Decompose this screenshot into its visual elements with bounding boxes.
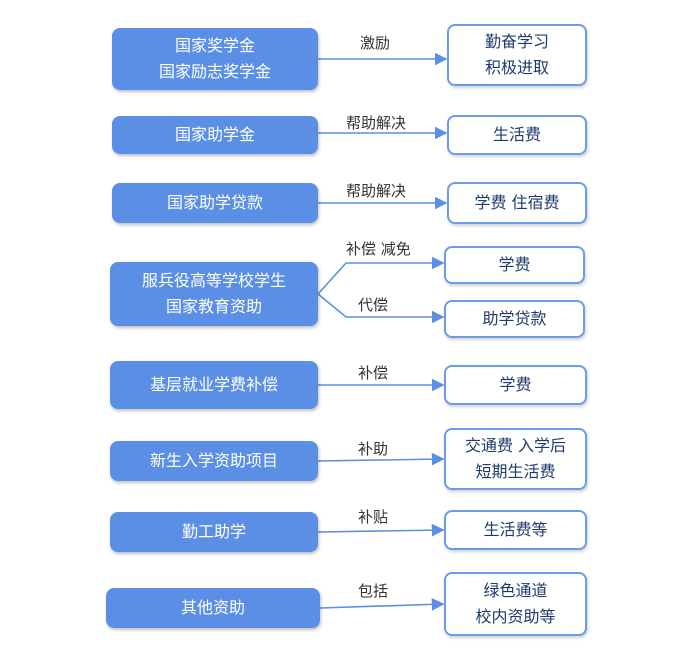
node-line: 生活费: [492, 125, 541, 144]
target-node-living-cost: 生活费: [447, 115, 587, 155]
target-node-living-cost-etc: 生活费等: [444, 510, 587, 550]
node-line: 积极进取: [484, 58, 549, 77]
connector-arrow: [317, 452, 445, 466]
source-node-grassroots-employment: 基层就业学费补偿: [110, 361, 318, 409]
node-line: 国家教育资助: [165, 297, 262, 316]
node-line: 勤工助学: [181, 522, 246, 541]
node-line: 服兵役高等学校学生: [141, 271, 286, 290]
node-line: 国家奖学金: [174, 36, 255, 55]
source-node-freshman-aid: 新生入学资助项目: [110, 441, 318, 481]
target-node-transport-living: 交通费 入学后 短期生活费: [444, 428, 587, 490]
edge-label-repay: 代偿: [358, 296, 389, 314]
edge-label-subsidy: 补助: [358, 440, 389, 458]
target-node-tuition-housing: 学费 住宿费: [447, 182, 587, 224]
connector-arrow: [319, 597, 445, 611]
connector-arrow: [317, 256, 445, 295]
node-line: 学费: [499, 375, 532, 394]
node-line: 国家助学贷款: [166, 193, 263, 212]
edge-label-help-solve: 帮助解决: [346, 182, 407, 200]
source-node-student-loan: 国家助学贷款: [112, 183, 318, 223]
target-node-tuition: 学费: [444, 365, 587, 405]
node-line: 新生入学资助项目: [149, 451, 278, 470]
edge-label-compensate-reduce: 补偿 减免: [346, 240, 411, 258]
target-node-diligence: 勤奋学习 积极进取: [447, 24, 587, 86]
node-line: 勤奋学习: [484, 32, 549, 51]
edge-label-allowance: 补贴: [358, 508, 389, 526]
target-node-green-channel: 绿色通道 校内资助等: [444, 572, 587, 636]
connector-arrow: [317, 523, 445, 537]
target-node-tuition: 学费: [444, 246, 585, 284]
source-node-grant: 国家助学金: [112, 116, 318, 154]
node-line: 助学贷款: [482, 309, 547, 328]
node-line: 校内资助等: [475, 607, 556, 626]
node-line: 国家助学金: [174, 125, 255, 144]
node-line: 学费 住宿费: [474, 193, 560, 212]
node-line: 国家励志奖学金: [158, 62, 271, 81]
node-line: 生活费等: [483, 520, 548, 539]
target-node-loan: 助学贷款: [444, 300, 585, 338]
edge-label-motivate: 激励: [360, 34, 391, 52]
node-line: 学费: [498, 255, 531, 274]
edge-label-compensate: 补偿: [358, 364, 389, 382]
node-line: 短期生活费: [475, 462, 556, 481]
node-line: 交通费 入学后: [464, 436, 567, 455]
source-node-military-service: 服兵役高等学校学生 国家教育资助: [110, 262, 318, 326]
node-line: 绿色通道: [483, 581, 548, 600]
node-line: 其他资助: [180, 598, 245, 617]
source-node-scholarship: 国家奖学金 国家励志奖学金: [112, 28, 318, 90]
edge-label-include: 包括: [358, 582, 389, 600]
connector-arrow: [317, 293, 445, 324]
source-node-work-study: 勤工助学: [110, 512, 318, 552]
edge-label-help-solve: 帮助解决: [346, 114, 407, 132]
source-node-other-aid: 其他资助: [106, 588, 320, 628]
node-line: 基层就业学费补偿: [149, 375, 278, 394]
